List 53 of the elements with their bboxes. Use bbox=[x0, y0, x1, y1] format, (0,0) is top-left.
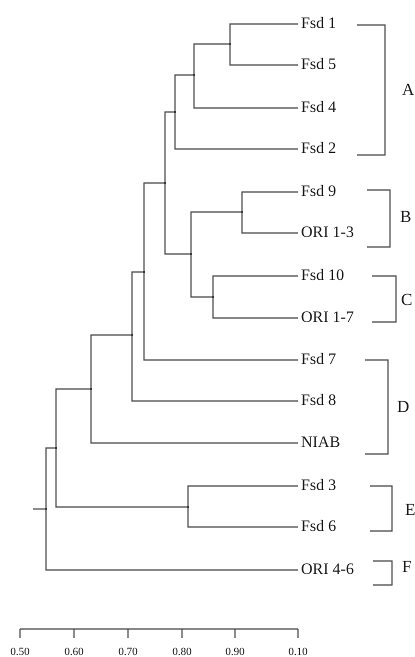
dendrogram-branch bbox=[190, 211, 242, 254]
dendrogram-branch bbox=[143, 272, 298, 361]
tick-label: 0.70 bbox=[117, 645, 139, 657]
clade-letter: D bbox=[397, 397, 410, 417]
tick-label: 0.60 bbox=[63, 645, 85, 657]
dendrogram-branch bbox=[241, 212, 298, 234]
leaf-label: NIAB bbox=[298, 433, 340, 453]
dendrogram-branch bbox=[229, 23, 298, 44]
clade-letter: C bbox=[401, 290, 412, 310]
dendrogram-branch bbox=[212, 297, 298, 319]
leaf-label: ORI 1-7 bbox=[298, 308, 354, 328]
dendrogram-branch bbox=[45, 447, 56, 509]
dendrogram-branch bbox=[143, 182, 165, 272]
leaf-label: Fsd 5 bbox=[298, 55, 336, 75]
dendrogram-branch bbox=[174, 74, 194, 112]
dendrogram-branch bbox=[90, 334, 132, 389]
dendrogram-branch bbox=[55, 388, 91, 448]
dendrogram-branch bbox=[55, 448, 188, 508]
tick-label: 0.50 bbox=[9, 645, 31, 657]
leaf-label: ORI 1-3 bbox=[298, 223, 354, 243]
dendrogram-branch bbox=[190, 254, 213, 298]
dendrogram-branch bbox=[193, 75, 298, 109]
dendrogram-branch bbox=[174, 112, 298, 150]
clade-letter: F bbox=[402, 557, 412, 577]
tick-label: 0.90 bbox=[224, 645, 246, 657]
leaf-label: Fsd 6 bbox=[298, 517, 336, 537]
dendrogram-branch bbox=[33, 508, 46, 510]
dendrogram-branch bbox=[90, 389, 298, 444]
leaf-label: Fsd 3 bbox=[298, 476, 336, 496]
dendrogram-branch bbox=[187, 507, 298, 528]
leaf-label: Fsd 2 bbox=[298, 139, 336, 159]
dendrogram-branch bbox=[212, 275, 298, 297]
dendrogram-branch bbox=[131, 271, 144, 335]
dendrogram-branch bbox=[131, 335, 298, 402]
dendrogram-branch bbox=[164, 183, 191, 255]
clade-letter: E bbox=[405, 500, 415, 520]
leaf-label: Fsd 8 bbox=[298, 391, 336, 411]
clade-letter: B bbox=[400, 207, 412, 227]
dendrogram-branch bbox=[193, 43, 230, 75]
dendrogram-branch bbox=[45, 509, 298, 571]
leaf-label: Fsd 7 bbox=[298, 350, 336, 370]
tick-label: 0.10 bbox=[287, 645, 309, 657]
clade-letter: A bbox=[402, 80, 414, 100]
leaf-label: Fsd 1 bbox=[298, 14, 336, 34]
dendrogram-branch bbox=[229, 44, 298, 66]
dendrogram-branch bbox=[187, 485, 298, 507]
dendrogram-branch bbox=[164, 111, 175, 183]
leaf-label: Fsd 9 bbox=[298, 182, 336, 202]
leaf-label: Fsd 10 bbox=[298, 266, 344, 286]
leaf-label: Fsd 4 bbox=[298, 98, 336, 118]
dendrogram-branch bbox=[241, 191, 298, 212]
tick-label: 0.80 bbox=[171, 645, 193, 657]
leaf-label: ORI 4-6 bbox=[298, 560, 354, 580]
